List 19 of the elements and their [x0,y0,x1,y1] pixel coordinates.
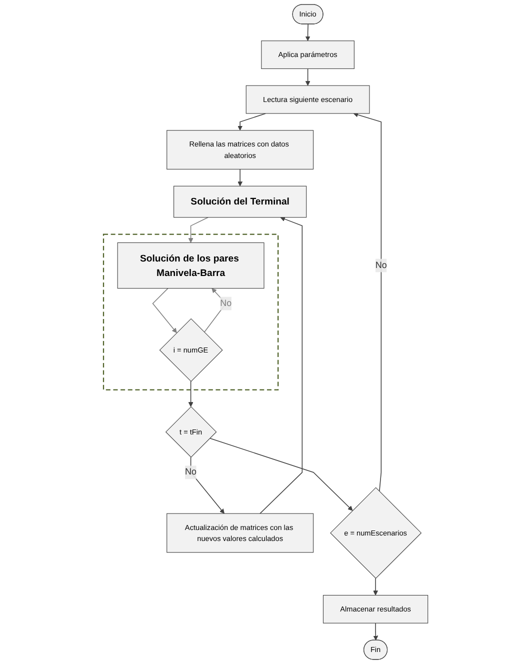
arrow [259,216,302,514]
arrow [237,168,242,186]
cluster [102,234,278,390]
node-box: Solución del Terminal [173,186,306,218]
arrow [305,68,310,86]
edge-label: No [220,298,232,308]
arrow [152,288,177,334]
arrow [188,381,194,407]
arrow [190,456,224,514]
edge-label: No [184,467,196,477]
arrow [372,578,378,596]
arrow [305,24,310,42]
arrow [209,438,353,511]
arrow [237,113,266,131]
node-box: Solución de los pares Manivela-Barra [117,242,264,289]
edge-label: No [375,260,387,270]
arrow [353,112,382,492]
arrow [373,622,378,641]
arrow [188,216,208,243]
